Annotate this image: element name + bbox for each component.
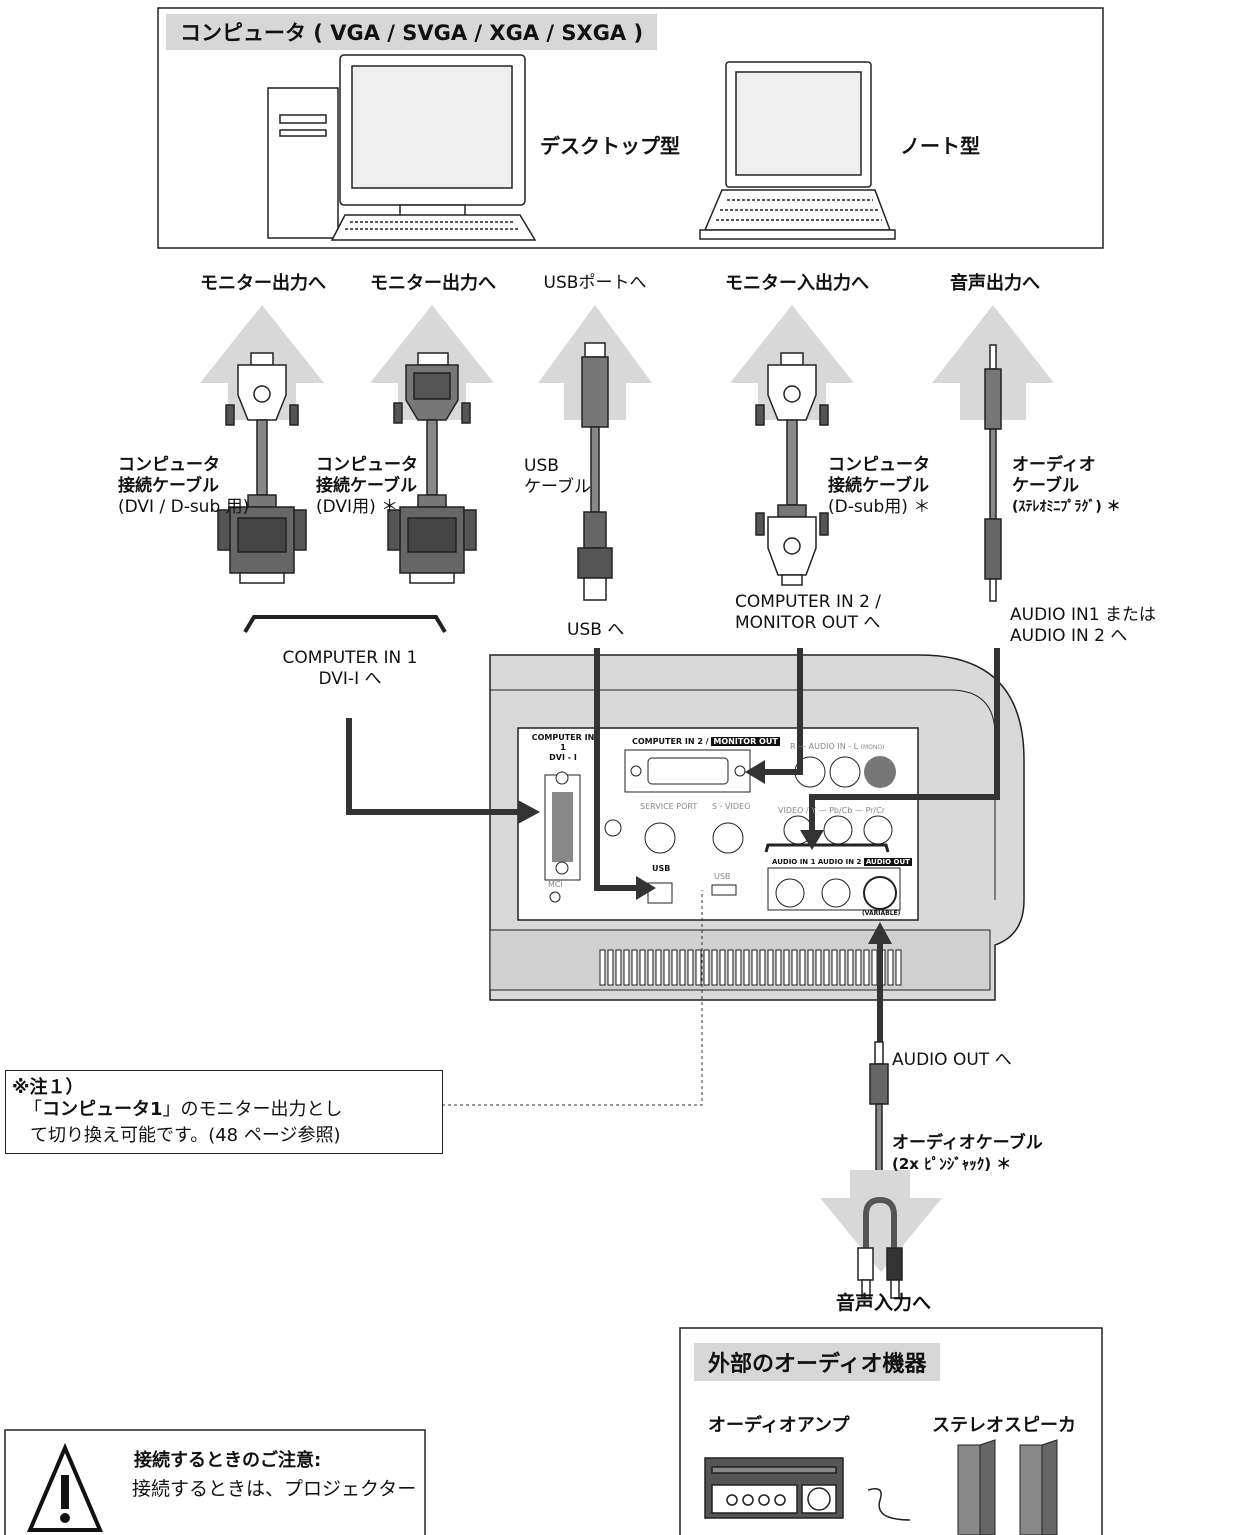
stereo-speaker-label: ステレオスピーカ <box>932 1415 1076 1436</box>
panel-audio-in-out: AUDIO IN 1 AUDIO IN 2 AUDIO OUT <box>772 858 912 866</box>
panel-audio-in-l: R — AUDIO IN - L (MONO) <box>790 742 884 751</box>
dest-label-1: モニター出力へ <box>178 273 348 294</box>
dvi-bracket <box>245 617 445 632</box>
audio-amp-label: オーディオアンプ <box>708 1415 849 1436</box>
upload-arrows <box>200 305 1054 420</box>
dest-label-5: 音声出力へ <box>920 273 1070 294</box>
cable-2-label: コンピュータ接続ケーブル(DVI用) ＊ <box>316 455 418 518</box>
dest-label-4: モニター入出力へ <box>712 273 882 294</box>
cable-1-label: コンピュータ接続ケーブル(DVI / D-sub 用) <box>118 455 249 518</box>
panel-mci: MCI <box>548 880 563 889</box>
notebook-computer-illustration <box>700 62 895 239</box>
dest-label-3: USBポートへ <box>520 273 670 294</box>
desktop-label: デスクトップ型 <box>540 130 680 159</box>
panel-usb-1: USB <box>652 864 670 873</box>
audio-out-cable-label: オーディオケーブル(2x ﾋﾟﾝｼﾞｬｯｸ) ＊ <box>892 1133 1043 1175</box>
computer-box-title: コンピュータ ( VGA / SVGA / XGA / SXGA ) <box>166 14 657 50</box>
panel-computer-in2: COMPUTER IN 2 / MONITOR OUT <box>632 737 780 746</box>
audio-cable-illustration <box>985 345 1001 601</box>
panel-s-video: S - VIDEO <box>712 802 750 811</box>
panel-service-port: SERVICE PORT <box>640 802 697 811</box>
notebook-label: ノート型 <box>900 130 980 159</box>
usb-port-label: USB へ <box>567 620 624 641</box>
audio-input-dest-label: 音声入力へ <box>836 1288 931 1315</box>
download-arrow <box>820 1170 942 1272</box>
note-line-1: 「コンピュータ1」のモニター出力とし <box>24 1095 343 1121</box>
caution-title: 接続するときのご注意: <box>134 1446 321 1472</box>
audio-out-port-label: AUDIO OUT へ <box>892 1050 1012 1071</box>
computer-in2-port-label: COMPUTER IN 2 /MONITOR OUT へ <box>735 592 881 634</box>
panel-usb-2: USB <box>714 872 730 881</box>
caution-text: 接続するときは、プロジェクター <box>132 1474 416 1501</box>
audio-amp-illustration <box>705 1458 843 1518</box>
audio-cable-label: オーディオケーブル(ｽﾃﾚｵﾐﾆﾌﾟﾗｸﾞ) ＊ <box>1012 455 1121 518</box>
cable-4-label: コンピュータ接続ケーブル(D-sub用) ＊ <box>828 455 930 518</box>
dest-label-2: モニター出力へ <box>348 273 518 294</box>
projector-illustration <box>490 655 1024 1000</box>
panel-variable: (VARIABLE) <box>862 910 900 917</box>
note-line-2: て切り換え可能です。(48 ページ参照) <box>30 1121 341 1147</box>
panel-video: VIDEO / Y — Pb/Cb — Pr/Cr <box>778 806 885 815</box>
note-box: ※注１） 「コンピュータ1」のモニター出力とし て切り換え可能です。(48 ペー… <box>5 1070 443 1154</box>
audio-box-title: 外部のオーディオ機器 <box>694 1343 940 1381</box>
